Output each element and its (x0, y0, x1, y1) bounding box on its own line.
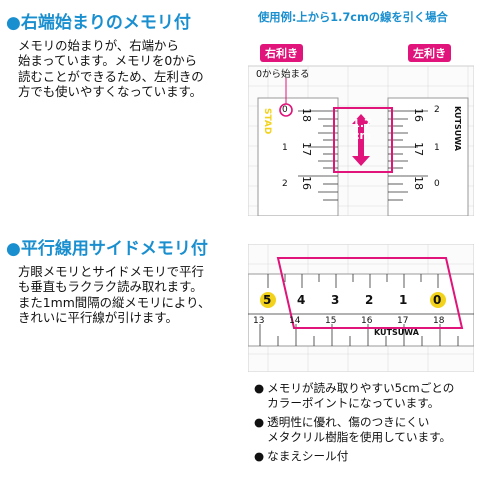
ruler2-brand: KUTSUWA (374, 328, 419, 337)
example-ruler-graphic (247, 65, 475, 217)
left-ruler-small: 0 (282, 105, 288, 115)
left-ruler-small: 1 (282, 143, 288, 153)
feature-line: メタクリル樹脂を使用しています。 (267, 430, 452, 444)
feature-line: なまえシール付 (267, 449, 349, 463)
left-ruler-number: 16 (300, 176, 313, 190)
section1-text: メモリの始まりが、右端から 始まっています。メモリを0から 読むことができるため… (18, 38, 204, 100)
section1-line: 始まっています。メモリを0から (18, 53, 197, 69)
bottom-scale-number: 13 (253, 316, 265, 326)
top-scale-number: 4 (297, 293, 306, 307)
bottom-scale-number: 15 (325, 316, 337, 326)
bottom-scale-number: 16 (361, 316, 373, 326)
right-ruler-small: 1 (434, 143, 440, 153)
bottom-scale-number: 17 (397, 316, 409, 326)
example-illustration: 右利き 左利き 0から始まる 1.7 cm STAD KUTSUWA 18 17… (247, 26, 475, 217)
right-ruler-small: 0 (434, 179, 440, 189)
top-scale-number: 0 (433, 293, 442, 307)
left-ruler-number: 18 (300, 108, 313, 122)
left-ruler-small: 2 (282, 179, 288, 189)
section1-line: 読むことができるため、左利きの (18, 68, 204, 84)
top-scale-number: 3 (331, 293, 340, 307)
right-ruler-number: 18 (412, 176, 425, 190)
top-scale-number: 5 (263, 293, 272, 307)
section1-title: 右端始まりのメモリ付 (20, 13, 191, 33)
right-ruler-number: 16 (412, 108, 425, 122)
parallel-ruler-illustration: 5 4 3 2 1 0 13 14 15 16 17 18 KUTSUWA (247, 243, 475, 373)
feature-line: メモリが読み取りやすい5cmごとの (267, 381, 455, 395)
section2-line: も垂直もラクラク読み取れます。 (18, 279, 203, 295)
left-ruler-number: 17 (300, 142, 313, 156)
section1-line: メモリの始まりが、右端から (18, 38, 179, 53)
bottom-scale-number: 14 (289, 316, 301, 326)
section2-heading: ●平行線用サイドメモリ付 (6, 234, 208, 259)
feature-line: 透明性に優れ、傷のつきにくい (267, 415, 430, 429)
measure-unit: cm (353, 129, 371, 142)
example-caption: 使用例:上から1.7cmの線を引く場合 (258, 11, 448, 24)
left-hand-badge: 左利き (408, 44, 451, 62)
bullet-icon: ● (6, 239, 21, 259)
measure-value: 1.7 (352, 117, 372, 130)
bullet-icon: ● (6, 13, 21, 33)
feature-item: ● 透明性に優れ、傷のつきにくい メタクリル樹脂を使用しています。 (254, 415, 454, 445)
feature-item: ● なまえシール付 (254, 449, 454, 464)
parallel-ruler-graphic (247, 243, 475, 373)
top-scale-number: 2 (365, 293, 374, 307)
section1-heading: ●右端始まりのメモリ付 (6, 8, 191, 33)
top-scale-number: 1 (399, 293, 408, 307)
bullet-icon: ● (254, 381, 265, 395)
ruler-brand-left: STAD (262, 108, 272, 135)
right-hand-badge: 右利き (260, 44, 303, 62)
feature-item: ● メモリが読み取りやすい5cmごとの カラーポイントになっています。 (254, 381, 454, 411)
section1-line: 方でも使いやすくなっています。 (18, 84, 202, 100)
start-zero-label: 0から始まる (256, 69, 310, 80)
bullet-icon: ● (254, 449, 265, 463)
right-ruler-number: 17 (412, 142, 425, 156)
right-ruler-small: 2 (434, 105, 440, 115)
ruler-brand-right: KUTSUWA (453, 106, 462, 151)
bullet-icon: ● (254, 415, 265, 429)
section2-text: 方眼メモリとサイドメモリで平行 も垂直もラクラク読み取れます。 また1mm間隔の… (18, 264, 210, 326)
section2-line: 方眼メモリとサイドメモリで平行 (18, 264, 204, 279)
section2-line: きれいに平行線が引けます。 (18, 310, 178, 326)
feature-line: カラーポイントになっています。 (267, 396, 440, 410)
bottom-scale-number: 18 (433, 316, 445, 326)
measure-label: 1.7 cm (344, 118, 380, 142)
section2-title: 平行線用サイドメモリ付 (20, 239, 208, 259)
features-list: ● メモリが読み取りやすい5cmごとの カラーポイントになっています。 ● 透明… (254, 381, 454, 464)
section2-line: また1mm間隔の縦メモリにより、 (18, 294, 211, 310)
